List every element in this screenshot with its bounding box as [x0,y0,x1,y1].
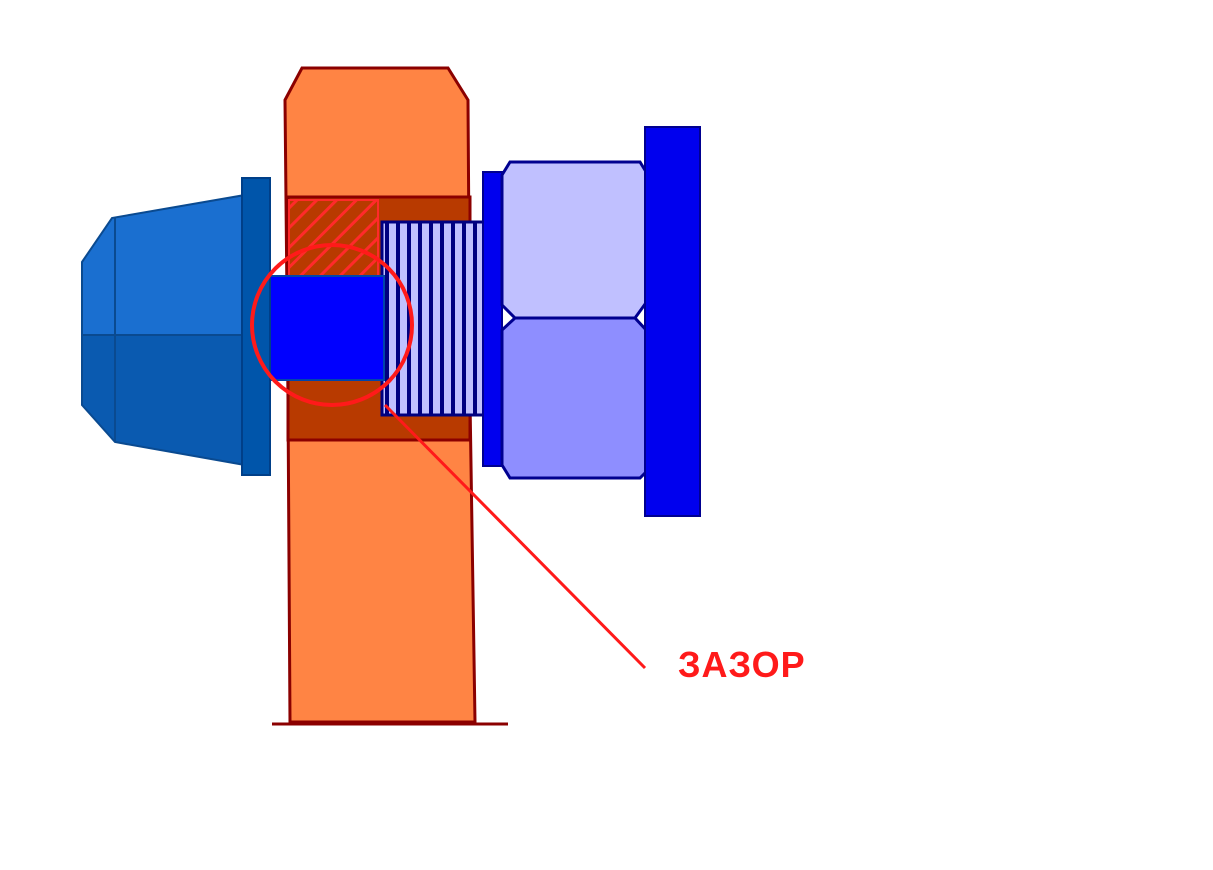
thread [380,220,487,417]
leader-line [383,403,647,670]
right-washer [482,171,503,467]
hex-nut-lower [500,316,650,480]
gap-label: ЗАЗОР [678,644,806,685]
flange-plate [644,126,701,517]
cap-nut [81,193,246,336]
left-washer [241,177,271,476]
hex-nut-upper [500,160,650,320]
gap-highlight-circle [250,243,414,407]
hatched-section [288,199,379,279]
cap-nut-lower [81,334,246,467]
bolt-shaft [269,275,385,381]
